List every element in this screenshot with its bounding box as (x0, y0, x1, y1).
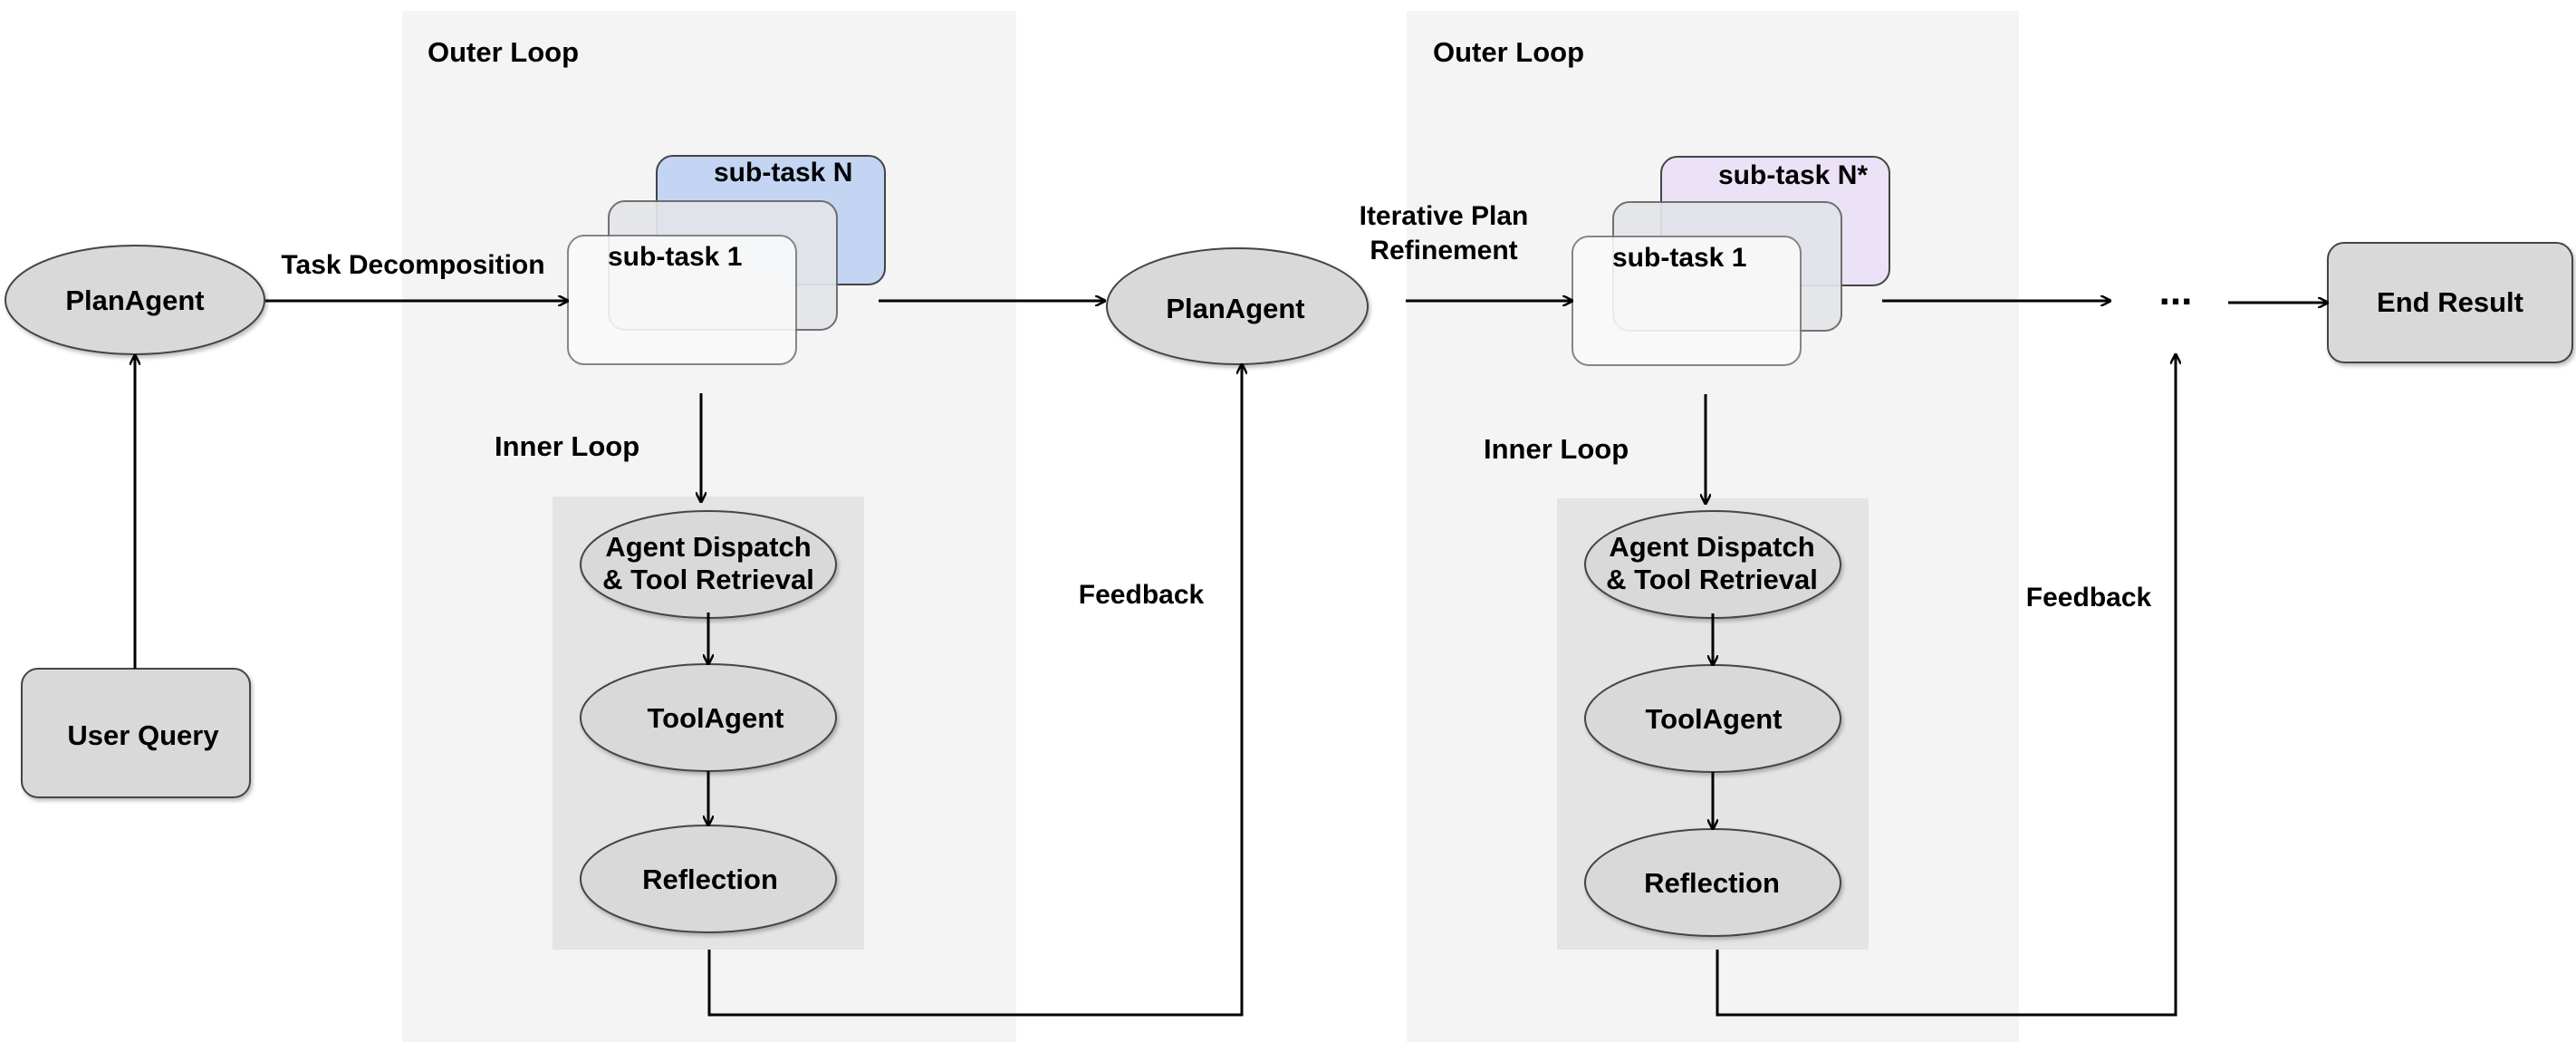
agent-dispatch-label-right-2: & Tool Retrieval (1606, 564, 1818, 595)
inner-loop-label-left: Inner Loop (495, 430, 639, 462)
agent-dispatch-label-left-2: & Tool Retrieval (602, 564, 814, 595)
plan-agent-label-1: PlanAgent (65, 285, 204, 316)
subtask-n-star-label-right: sub-task N* (1718, 160, 1868, 190)
feedback-label-right: Feedback (2026, 583, 2152, 613)
tool-agent-label-right: ToolAgent (1646, 703, 1783, 735)
task-decomposition-label: Task Decomposition (281, 250, 544, 280)
inner-loop-label-right: Inner Loop (1484, 433, 1629, 465)
edge-feedback-left (707, 364, 1242, 1017)
tool-agent-label-left: ToolAgent (648, 702, 784, 734)
edge-feedback-right (1716, 354, 2176, 1017)
subtask-1-label-left: sub-task 1 (608, 242, 742, 272)
feedback-label-left: Feedback (1079, 580, 1205, 610)
outer-loop-label-right: Outer Loop (1433, 36, 1584, 68)
iterative-plan-label-2: Refinement (1370, 236, 1517, 265)
subtask-1-label-right: sub-task 1 (1612, 243, 1746, 273)
subtask-n-label-left: sub-task N (714, 158, 852, 188)
agent-dispatch-label-left-1: Agent Dispatch (605, 531, 811, 563)
reflection-label-left: Reflection (642, 864, 778, 895)
ellipsis-continuation: ... (2159, 269, 2193, 314)
plan-agent-label-2: PlanAgent (1166, 293, 1304, 324)
agent-dispatch-label-right-1: Agent Dispatch (1609, 531, 1814, 563)
outer-loop-label-left: Outer Loop (428, 36, 579, 68)
user-query-label: User Query (67, 719, 219, 751)
iterative-plan-label-1: Iterative Plan (1360, 201, 1529, 231)
end-result-label: End Result (2377, 286, 2523, 318)
reflection-label-right: Reflection (1644, 867, 1780, 899)
connectors (135, 301, 2328, 1017)
